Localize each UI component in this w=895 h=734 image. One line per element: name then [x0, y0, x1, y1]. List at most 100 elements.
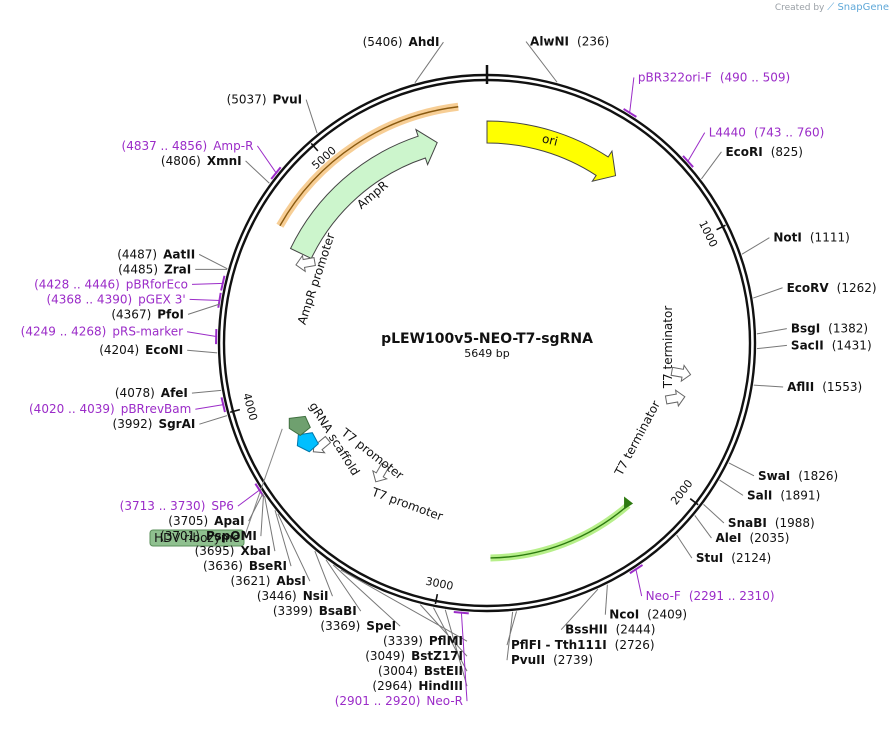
enzyme-label: (3446)NsiI [257, 589, 329, 603]
primer-leader [257, 145, 278, 175]
primer-range: (2901 .. 2920) [335, 694, 421, 708]
grna-scaffold-shape [296, 432, 319, 453]
plasmid-name: pLEW100v5-NEO-T7-sgRNA [381, 331, 593, 347]
tick-mark [310, 142, 319, 152]
tick-mark [229, 408, 241, 414]
enzyme-position: (1988) [775, 516, 815, 530]
enzyme-position: (3446) [257, 589, 297, 603]
tick-mark [689, 498, 699, 506]
hdv-ribozyme-shape [288, 415, 311, 436]
enzyme-label: PvuII(2739) [511, 653, 593, 667]
enzyme-label: EcoRV(1262) [787, 281, 877, 295]
enzyme-label: (4078)AfeI [115, 386, 188, 400]
enzyme-leader [277, 513, 311, 582]
tick-label: 1000 [696, 218, 720, 249]
enzyme-position: (4487) [117, 247, 157, 261]
enzyme-leader [560, 588, 599, 631]
enzyme-position: (2124) [731, 551, 771, 565]
enzyme-name: HindIII [418, 679, 463, 693]
enzyme-position: (2739) [553, 653, 593, 667]
enzyme-label: PflFI - Tth111I(2726) [511, 638, 655, 652]
primer-name: Neo-R [426, 694, 463, 708]
enzyme-name: StuI [696, 551, 723, 565]
primer-range: (4249 .. 4268) [21, 325, 107, 339]
enzyme-label: NcoI(2409) [609, 608, 687, 622]
enzyme-position: (1891) [780, 488, 820, 502]
ori-feature-arrow [486, 120, 617, 183]
enzyme-position: (5037) [227, 93, 267, 107]
enzyme-label: (3339)PflMI [383, 634, 463, 648]
primer-range: (490 .. 509) [720, 70, 790, 84]
primer-name: pBR322ori-F [638, 70, 712, 84]
enzyme-leader [264, 495, 276, 552]
enzyme-label: StuI (2124) [696, 551, 771, 565]
primer-label: (2901 .. 2920) Neo-R [335, 694, 463, 708]
enzyme-name: BsgI [791, 322, 820, 336]
primer-binding-mark [217, 292, 222, 308]
primer-leader [195, 404, 225, 410]
enzyme-leader [198, 253, 228, 270]
enzyme-position: (3636) [203, 559, 243, 573]
t7-promoter-arrow [372, 462, 390, 483]
t7-terminator-1-label: T7 terminator [661, 306, 675, 390]
enzyme-leader [305, 99, 318, 134]
t7-terminator-2-label: T7 terminator [611, 398, 663, 478]
primer-leader [191, 282, 224, 285]
enzyme-label: BsgI (1382) [791, 322, 868, 336]
primer-name: Amp-R [213, 139, 253, 153]
primer-name: pRS-marker [112, 325, 183, 339]
site-labels: AlwNI(236)pBR322ori-F(490 .. 509)L4440(7… [21, 35, 877, 709]
enzyme-position: (3992) [113, 417, 153, 431]
enzyme-label: (4806)XmnI [161, 154, 242, 168]
enzyme-label: (3621)AbsI [231, 574, 306, 588]
enzyme-name: BstEII [424, 664, 463, 678]
snapgene-credit: Created by ⟋ SnapGene [775, 2, 889, 13]
enzyme-name: XbaI [240, 544, 270, 558]
tick-label: 4000 [240, 392, 260, 422]
enzyme-position: (1553) [822, 380, 862, 394]
tick-label: 3000 [424, 575, 454, 593]
enzyme-leader [191, 389, 222, 394]
enzyme-leader [340, 569, 468, 642]
neor-highlight-band [490, 502, 631, 562]
enzyme-leader [756, 344, 787, 350]
enzyme-label: SacII(1431) [791, 338, 872, 352]
primer-binding-mark [220, 275, 226, 291]
enzyme-position: (1382) [828, 322, 868, 336]
primer-range: (743 .. 760) [754, 126, 824, 140]
enzyme-name: SpeI [366, 619, 396, 633]
leader-lines [187, 41, 787, 702]
enzyme-name: ApaI [214, 514, 244, 528]
enzyme-position: (3695) [195, 544, 235, 558]
enzyme-position: (4806) [161, 154, 201, 168]
enzyme-leader [694, 515, 712, 539]
primer-range: (4368 .. 4390) [46, 292, 132, 306]
enzyme-position: (3339) [383, 634, 423, 648]
enzyme-name: BstZ17I [411, 649, 463, 663]
enzyme-name: SalI [747, 488, 772, 502]
enzyme-position: (3701) [160, 529, 200, 543]
enzyme-name: AleI [715, 531, 741, 545]
primer-leader [629, 77, 635, 114]
enzyme-leader [756, 328, 787, 335]
enzyme-leader [444, 609, 468, 687]
primer-binding-mark [220, 397, 226, 413]
primer-leader [686, 132, 706, 163]
enzyme-label: (3049)BstZ17I [365, 649, 463, 663]
enzyme-leader [741, 237, 770, 255]
enzyme-name: BssHII [565, 623, 607, 637]
enzyme-name: NotI [773, 231, 802, 245]
enzyme-label: (3004)BstEII [378, 664, 463, 678]
enzyme-leader [199, 415, 228, 425]
enzyme-name: PfoI [157, 307, 184, 321]
enzyme-name: SgrAI [158, 417, 195, 431]
enzyme-label: (5037)PvuI [227, 93, 303, 107]
enzyme-position: (825) [771, 145, 803, 159]
primer-name: SP6 [211, 499, 234, 513]
primer-label: (4368 .. 4390) pGEX 3' [46, 292, 185, 306]
primer-name: pGEX 3' [138, 292, 185, 306]
enzyme-position: (4367) [111, 307, 151, 321]
enzyme-position: (236) [577, 35, 609, 49]
enzyme-name: ZraI [164, 262, 191, 276]
ampr-feature-arrow [289, 128, 438, 260]
